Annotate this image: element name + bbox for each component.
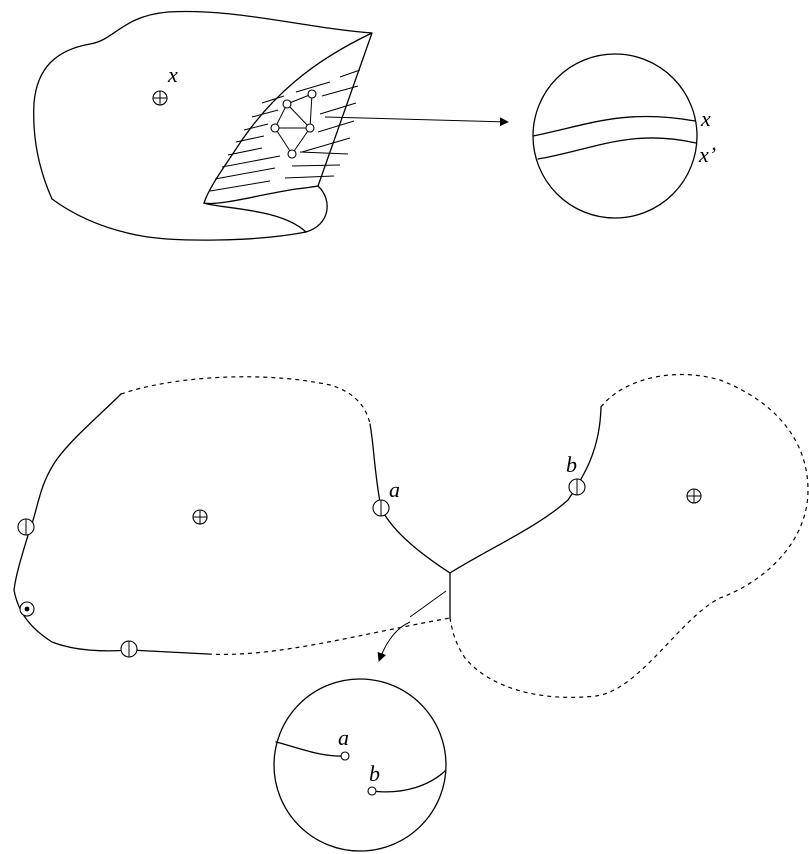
bottom-inset: a b <box>273 678 447 852</box>
inset-label-a: a <box>338 725 349 750</box>
inset-upper-curve <box>532 115 696 137</box>
inset-lower-curve <box>537 137 697 160</box>
circle-vertical-bar-icon <box>372 499 390 517</box>
small-circle-node-icon <box>282 99 292 109</box>
inset-label-x-prime: x’ <box>698 142 716 167</box>
inset-label-x: x <box>700 106 711 131</box>
small-circle-node-icon <box>307 89 317 99</box>
embedded-graph-nodes <box>270 89 317 159</box>
surface-outline <box>33 10 373 241</box>
zoom-arrow-top <box>324 116 509 127</box>
embedded-graph-edges <box>274 93 313 155</box>
circle-vertical-bar-icon <box>120 640 138 658</box>
inset-curve-b <box>371 770 446 793</box>
fold-hatching <box>209 69 361 192</box>
small-circle-node-icon <box>340 751 350 761</box>
tree-branch-a <box>369 423 451 574</box>
junction-label-a: a <box>389 477 400 502</box>
oplus-icon <box>686 488 702 504</box>
zoom-tick <box>409 590 447 618</box>
oplus-icon <box>192 509 208 525</box>
oplus-icon <box>152 90 168 106</box>
tree-branch-b <box>449 406 602 574</box>
circled-dot-icon <box>19 601 35 617</box>
junction-label-b: b <box>566 452 577 477</box>
top-figure: x x x’ <box>33 10 716 241</box>
small-circle-node-icon <box>305 123 315 133</box>
left-region-solid-boundary <box>13 393 209 655</box>
right-region-dashed-boundary <box>449 373 809 698</box>
left-region-dashed-top <box>120 376 371 425</box>
point-label-x: x <box>167 62 178 87</box>
circle-vertical-bar-icon <box>568 478 586 496</box>
inset-label-b: b <box>369 761 380 786</box>
small-circle-node-icon <box>287 149 297 159</box>
inset-curve-a <box>275 741 346 757</box>
small-circle-node-icon <box>367 786 377 796</box>
fold-front-edge <box>203 32 373 205</box>
left-region-dashed-bottom <box>207 617 451 656</box>
bottom-figure: a b a b <box>13 373 809 852</box>
top-inset: x x’ <box>532 53 716 219</box>
small-circle-node-icon <box>270 123 280 133</box>
zoom-arrow-bottom <box>377 621 411 662</box>
circle-vertical-bar-icon <box>17 518 35 536</box>
fold-bottom-curl <box>203 202 307 233</box>
